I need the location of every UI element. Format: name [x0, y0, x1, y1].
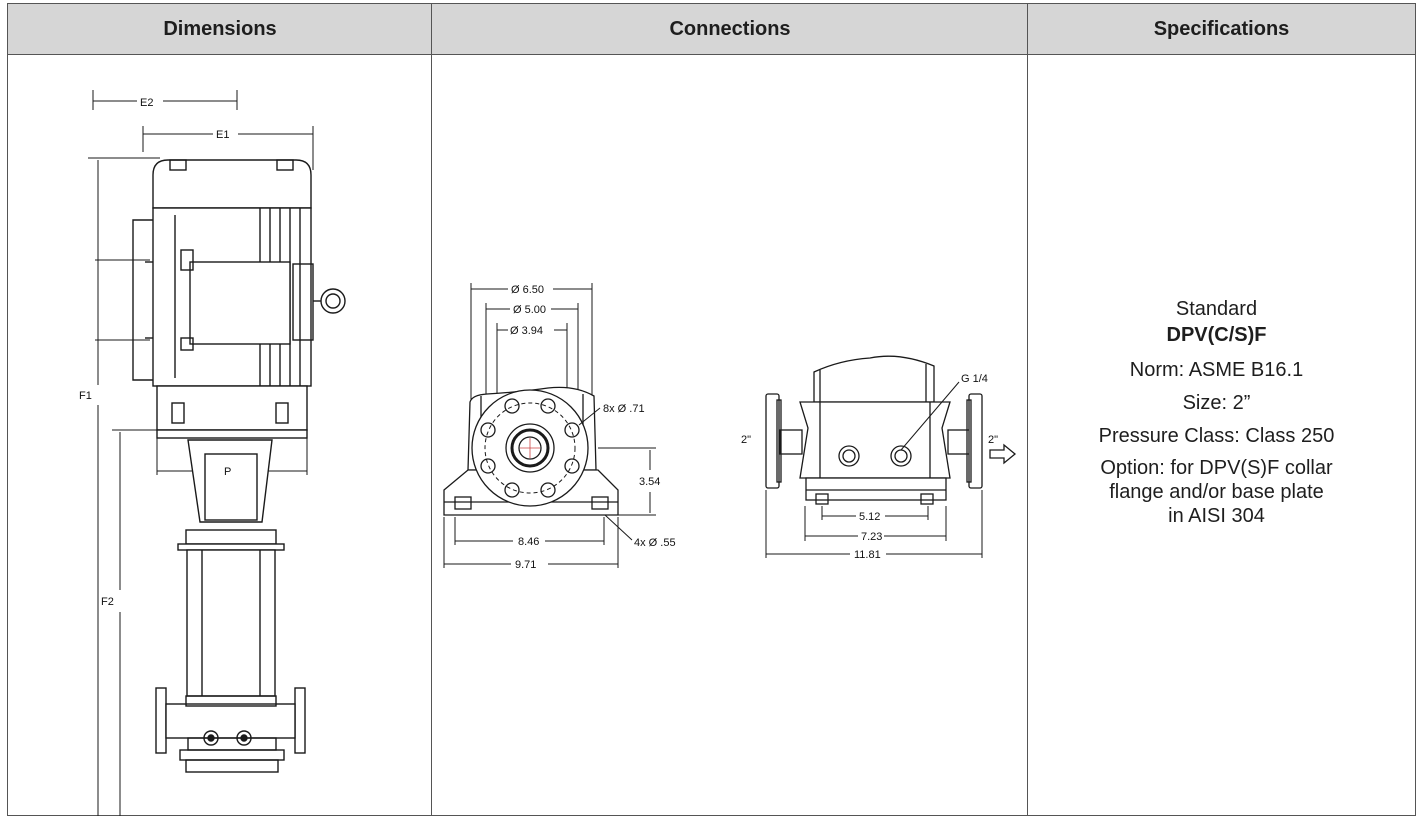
spec-option-line: in AISI 304: [1168, 505, 1265, 527]
dim-base-outer: 9.71: [515, 559, 536, 571]
outlet-size-label: 2": [988, 434, 998, 446]
spec-size: Size: 2”: [1182, 392, 1251, 414]
right-arrow-icon: [989, 443, 1017, 465]
inlet-size-label: 2": [741, 434, 751, 446]
dim-f1-label: F1: [79, 390, 92, 402]
dim-bolt-holes: 8x Ø .71: [603, 403, 645, 415]
dim-e1-label: E1: [216, 129, 229, 141]
column-divider: [1027, 4, 1028, 815]
dim-width-outer: 11.81: [854, 549, 881, 561]
dim-base-inner: 8.46: [518, 536, 539, 548]
spec-option-line: Option: for DPV(S)F collar: [1100, 457, 1333, 479]
header-specifications: Specifications: [1028, 4, 1415, 55]
specifications-panel: Standard DPV(C/S)F Norm: ASME B16.1 Size…: [1026, 296, 1407, 528]
dim-e2-label: E2: [140, 97, 153, 109]
dim-width-mid: 7.23: [861, 531, 882, 543]
header-dimensions: Dimensions: [8, 4, 432, 55]
spec-table: Dimensions Connections Specifications: [7, 3, 1416, 816]
dim-width-inner: 5.12: [859, 511, 880, 523]
dim-bolt-circle: Ø 5.00: [513, 304, 546, 316]
dim-bore: Ø 3.94: [510, 325, 543, 337]
spec-standard: Standard: [1175, 298, 1258, 320]
dim-p-label: P: [224, 466, 231, 478]
column-divider: [431, 4, 432, 815]
dim-height: 3.54: [639, 476, 660, 488]
spec-norm: Norm: ASME B16.1: [1129, 359, 1304, 381]
spec-option-line: flange and/or base plate: [1109, 481, 1324, 503]
spec-option: Option: for DPV(S)F collar flange and/or…: [1026, 456, 1407, 528]
gauge-connection-label: G 1/4: [961, 373, 988, 385]
dim-f2-label: F2: [101, 596, 114, 608]
dim-feet-holes: 4x Ø .55: [634, 537, 676, 549]
spec-model: DPV(C/S)F: [1166, 324, 1267, 346]
spec-pressure-class: Pressure Class: Class 250: [1098, 425, 1335, 447]
dim-flange-outer: Ø 6.50: [511, 284, 544, 296]
header-connections: Connections: [432, 4, 1028, 55]
